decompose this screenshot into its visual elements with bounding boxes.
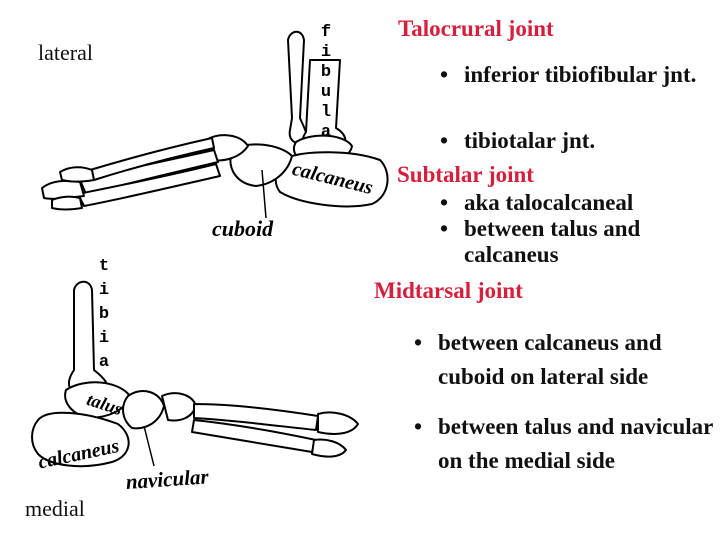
midtarsal-list: between calcaneus and cuboid on lateral …: [412, 326, 714, 494]
talocrural-heading: Talocrural joint: [398, 16, 554, 41]
fibula-letter: f: [321, 23, 331, 42]
medial-foot-drawing: [31, 280, 359, 468]
fibula-letter: a: [321, 123, 331, 142]
talocrural-list-2: tibiotalar jnt.: [438, 128, 713, 154]
talocrural-item: tibiotalar jnt.: [438, 128, 713, 154]
subtalar-item: between talus and calcaneus: [438, 216, 713, 268]
tibia-label: t i b i a: [99, 257, 109, 372]
fibula-letter: u: [321, 83, 331, 102]
fibula-label: f i b u l a: [321, 23, 331, 142]
tibia-letter: t: [99, 257, 109, 276]
talus-bone: [64, 381, 131, 419]
tibia-letter: i: [99, 281, 109, 300]
lateral-foot-drawing: [41, 30, 389, 219]
talocrural-item: inferior tibiofibular jnt.: [438, 62, 713, 88]
talocrural-list: inferior tibiofibular jnt.: [438, 62, 713, 88]
subtalar-item: aka talocalcaneal: [438, 190, 713, 216]
tibia-letter: a: [99, 353, 109, 372]
tibia-letter: i: [99, 329, 109, 348]
fibula-letter: i: [321, 43, 331, 62]
midtarsal-heading: Midtarsal joint: [374, 278, 523, 303]
subtalar-heading: Subtalar joint: [397, 162, 534, 187]
subtalar-list: aka talocalcaneal between talus and calc…: [438, 190, 713, 268]
lateral-view-label: lateral: [38, 40, 93, 65]
midtarsal-item: between calcaneus and cuboid on lateral …: [412, 326, 714, 394]
fibula-letter: b: [321, 63, 331, 82]
midtarsal-item: between talus and navicular on the media…: [412, 410, 714, 478]
calcaneus-medial-bone: [31, 411, 130, 468]
fibula-bone: [287, 30, 308, 145]
fibula-letter: l: [321, 103, 331, 122]
calcaneus-bone: [274, 151, 389, 208]
navicular-label: navicular: [125, 464, 210, 494]
navicular-bone: [122, 390, 165, 430]
cuboid-label: cuboid: [212, 216, 274, 241]
medial-view-label: medial: [25, 496, 85, 521]
tibia-letter: b: [99, 305, 109, 324]
